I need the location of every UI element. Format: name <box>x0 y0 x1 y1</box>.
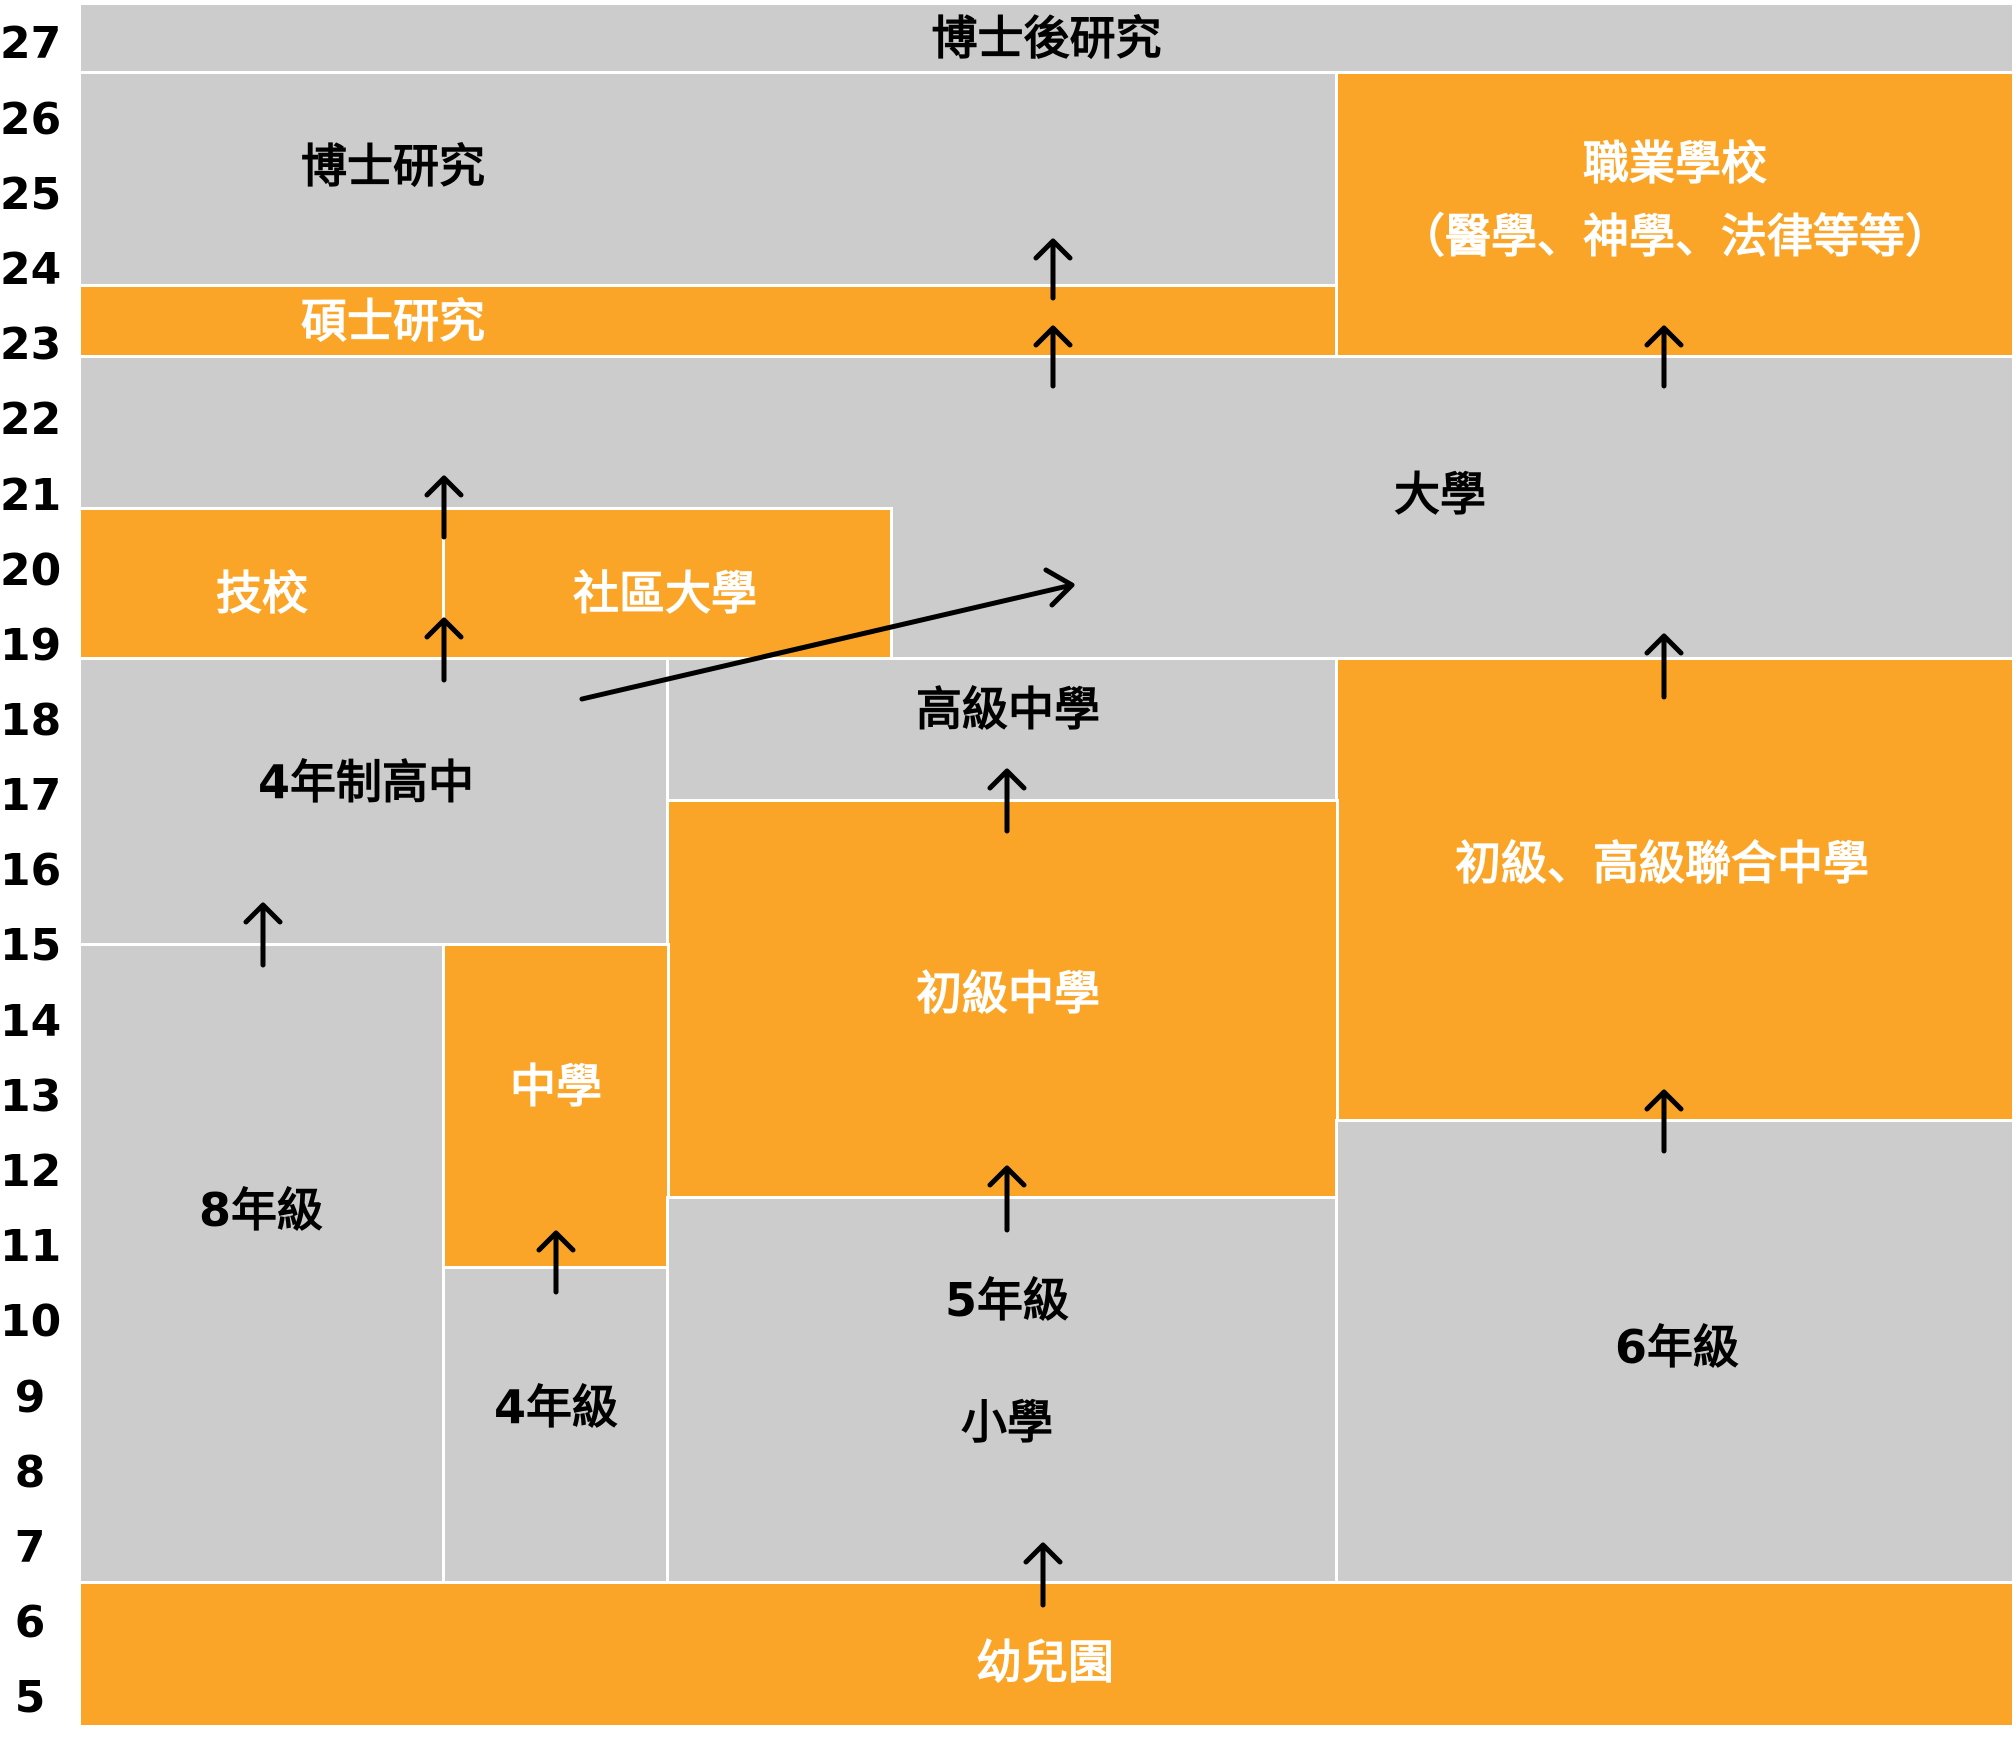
professional-school-label: 職業學校 <box>1583 136 1767 190</box>
age-label: 9 <box>14 1372 46 1423</box>
middle-school-label: 中學 <box>510 1059 602 1114</box>
community-college-label: 社區大學 <box>573 566 757 621</box>
masters-label: 碩士研究 <box>301 294 485 348</box>
age-label: 23 <box>0 319 62 370</box>
grade8-box <box>78 943 446 1585</box>
grade4-box <box>442 1266 670 1585</box>
combined-hs-label: 初級、高級聯合中學 <box>1455 836 1869 891</box>
age-label: 17 <box>0 770 62 821</box>
age-label: 12 <box>0 1146 62 1197</box>
grade6-label: 6年級 <box>1614 1320 1740 1375</box>
junior-hs-label: 初級中學 <box>916 966 1100 1021</box>
grade8-label: 8年級 <box>198 1183 324 1238</box>
age-label: 13 <box>0 1071 62 1122</box>
grade4-label: 4年級 <box>493 1380 619 1435</box>
senior-hs-label: 高級中學 <box>916 682 1100 737</box>
age-label: 25 <box>0 169 62 220</box>
university-label: 大學 <box>1394 467 1486 522</box>
primary-school-box <box>666 1196 1339 1585</box>
four-year-hs-box <box>78 657 670 947</box>
phd-label: 博士研究 <box>301 139 485 193</box>
four-year-hs-label: 4年制高中 <box>257 755 475 810</box>
postdoc-label: 博士後研究 <box>931 10 1162 65</box>
professional-school-sublabel: （醫學、神學、法律等等） <box>1399 209 1951 263</box>
age-label: 5 <box>14 1672 46 1723</box>
age-label: 19 <box>0 620 62 671</box>
age-label: 15 <box>0 920 62 971</box>
age-label: 10 <box>0 1296 62 1347</box>
age-label: 14 <box>0 996 62 1047</box>
age-label: 16 <box>0 845 62 896</box>
age-label: 26 <box>0 94 62 145</box>
age-label: 27 <box>0 18 62 69</box>
age-label: 7 <box>14 1522 46 1573</box>
masters-box: 碩士研究 <box>78 284 1338 359</box>
age-label: 22 <box>0 394 62 445</box>
grade6-box <box>1335 1119 2015 1585</box>
professional-school-box: 職業學校 （醫學、神學、法律等等） <box>1335 71 2015 359</box>
phd-box: 博士研究 <box>78 71 1338 288</box>
tech-school-label: 技校 <box>216 566 308 621</box>
age-label: 8 <box>14 1447 46 1498</box>
age-label: 18 <box>0 695 62 746</box>
primary-school-label: 小學 <box>961 1395 1053 1450</box>
age-label: 24 <box>0 244 62 295</box>
age-label: 11 <box>0 1221 62 1272</box>
junior-hs-box <box>666 799 1339 1200</box>
postdoc-box: 博士後研究 <box>78 2 2015 74</box>
age-label: 21 <box>0 470 62 521</box>
age-label: 6 <box>14 1597 46 1648</box>
age-label: 20 <box>0 545 62 596</box>
grade5-label: 5年級 <box>944 1273 1070 1328</box>
kindergarten-label: 幼兒園 <box>976 1635 1114 1690</box>
